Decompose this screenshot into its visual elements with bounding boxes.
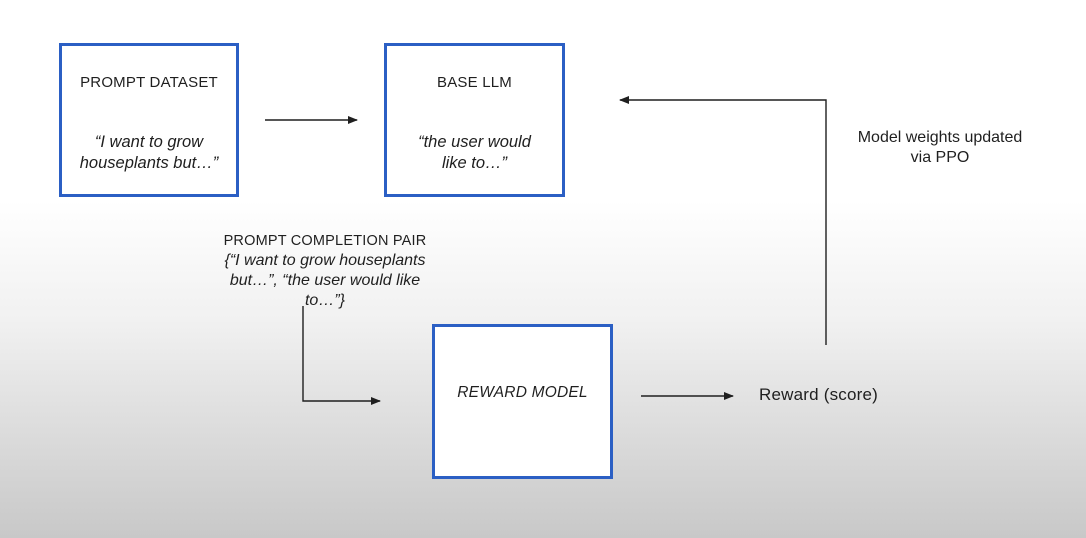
- ppo-update-note-line2: via PPO: [910, 149, 970, 166]
- ppo-update-note: Model weights updated via PPO: [830, 128, 1050, 168]
- prompt-completion-pair-line1: {“I want to grow houseplants: [224, 252, 426, 269]
- reward-model-title: REWARD MODEL: [457, 384, 588, 401]
- ppo-update-note-line1: Model weights updated: [857, 129, 1023, 146]
- prompt-completion-pair-line3: to…”}: [304, 292, 345, 309]
- prompt-dataset-example-line1: “I want to grow: [94, 133, 204, 151]
- prompt-completion-pair-title: PROMPT COMPLETION PAIR: [223, 233, 427, 249]
- arrow-score-to-llm-update: [619, 96, 827, 345]
- reward-model-box: REWARD MODEL: [432, 324, 613, 479]
- base-llm-example-line2: like to…”: [441, 154, 508, 172]
- prompt-completion-pair-line2: but…”, “the user would like: [229, 272, 421, 289]
- prompt-completion-pair: PROMPT COMPLETION PAIR {“I want to grow …: [190, 231, 460, 311]
- reward-score-label: Reward (score): [759, 385, 878, 404]
- prompt-dataset-example-line2: houseplants but…”: [79, 154, 219, 172]
- prompt-dataset-title: PROMPT DATASET: [80, 74, 218, 91]
- base-llm-example: “the user would like to…”: [387, 132, 562, 174]
- base-llm-box: BASE LLM “the user would like to…”: [384, 43, 565, 197]
- prompt-dataset-box: PROMPT DATASET “I want to grow houseplan…: [59, 43, 239, 197]
- prompt-dataset-example: “I want to grow houseplants but…”: [62, 132, 236, 174]
- base-llm-example-line1: “the user would: [418, 133, 531, 151]
- arrow-pair-to-reward-model: [302, 306, 381, 405]
- base-llm-title: BASE LLM: [437, 74, 512, 91]
